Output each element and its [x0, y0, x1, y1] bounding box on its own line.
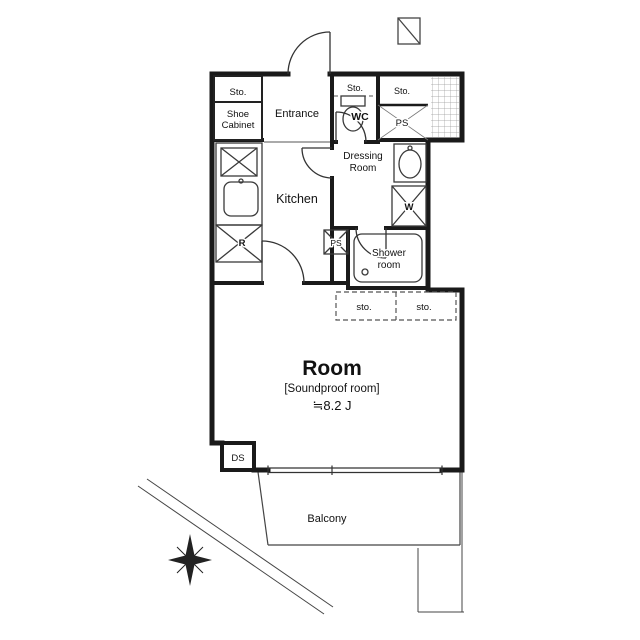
room-closet	[335, 291, 457, 321]
windows	[267, 465, 443, 475]
label-ps-top: PS	[396, 118, 409, 129]
label-dressing-line2: Room	[350, 163, 377, 174]
balcony-outline	[257, 470, 461, 546]
dressing-fixtures	[323, 143, 427, 255]
wc-door-arc	[335, 111, 367, 143]
label-closet-right: sto.	[416, 302, 431, 313]
label-sto-entrance: Sto.	[230, 87, 247, 98]
label-shoe-cabinet-line2: Cabinet	[222, 120, 255, 131]
ps-mid-box	[323, 229, 349, 255]
label-kitchen: Kitchen	[276, 192, 318, 206]
wc-fixtures	[340, 95, 366, 132]
label-sto-wc: Sto.	[347, 83, 363, 93]
stove-box	[220, 147, 258, 177]
room-door-arc	[261, 240, 305, 284]
label-room-type: [Soundproof room]	[284, 383, 379, 395]
label-fridge: R	[239, 238, 246, 249]
toilet-tank	[340, 95, 366, 107]
ps-mid-hatch	[323, 229, 349, 255]
label-room: Room	[302, 357, 362, 380]
service-shaft-hatch	[431, 77, 459, 137]
label-ps-mid: PS	[330, 238, 342, 248]
washer-space-hatch	[391, 185, 427, 227]
kitchen-sink	[223, 181, 259, 217]
ds-duct-box	[220, 441, 256, 472]
label-room-size: ≒8.2 J	[312, 398, 351, 413]
site-line-inner	[146, 478, 334, 608]
washbasin-cabinet	[393, 143, 427, 183]
balcony-left-edge	[257, 471, 269, 546]
shower-drain	[361, 268, 369, 276]
stove-hatch	[220, 147, 258, 177]
washer-space	[391, 185, 427, 227]
label-wc: WC	[351, 111, 369, 123]
meter-box	[397, 17, 421, 45]
site-line-outer	[137, 485, 325, 615]
label-shower-line2: room	[378, 260, 401, 271]
ps-hatches	[377, 104, 429, 141]
label-sto-shaft: Sto.	[394, 86, 410, 96]
label-shower-line1: Shower	[372, 248, 407, 259]
site-boundary-lines	[137, 472, 464, 615]
label-dressing-line1: Dressing	[343, 151, 382, 162]
entrance-casework	[213, 75, 263, 141]
kitchen-faucet	[238, 178, 244, 184]
storage-entrance-box	[213, 75, 263, 103]
label-closet-left: sto.	[356, 302, 371, 313]
washbasin-bowl	[398, 149, 422, 179]
doors	[261, 31, 387, 284]
ps-top-hatch	[377, 104, 429, 141]
dressing-door-arc	[301, 147, 333, 179]
meter-box-rect	[397, 17, 421, 45]
label-ds: DS	[231, 453, 244, 464]
shower-fixtures	[353, 233, 423, 283]
compass-star-icon	[168, 534, 212, 586]
shower-door-arc	[355, 227, 387, 259]
label-washer: W	[405, 202, 414, 213]
kitchen-fixtures	[215, 142, 263, 263]
label-shoe-cabinet-line1: Shoe	[227, 109, 249, 120]
washbasin-faucet	[407, 145, 413, 151]
fridge-space-hatch	[215, 224, 263, 263]
meter-box-diagonal	[397, 17, 421, 45]
label-entrance: Entrance	[275, 108, 319, 120]
entrance-door-arc	[287, 31, 331, 75]
label-balcony: Balcony	[307, 513, 347, 525]
toilet-bowl	[342, 106, 364, 132]
shower-pan	[353, 233, 423, 283]
shoe-cabinet-box	[213, 101, 263, 141]
star-rays	[176, 546, 204, 574]
